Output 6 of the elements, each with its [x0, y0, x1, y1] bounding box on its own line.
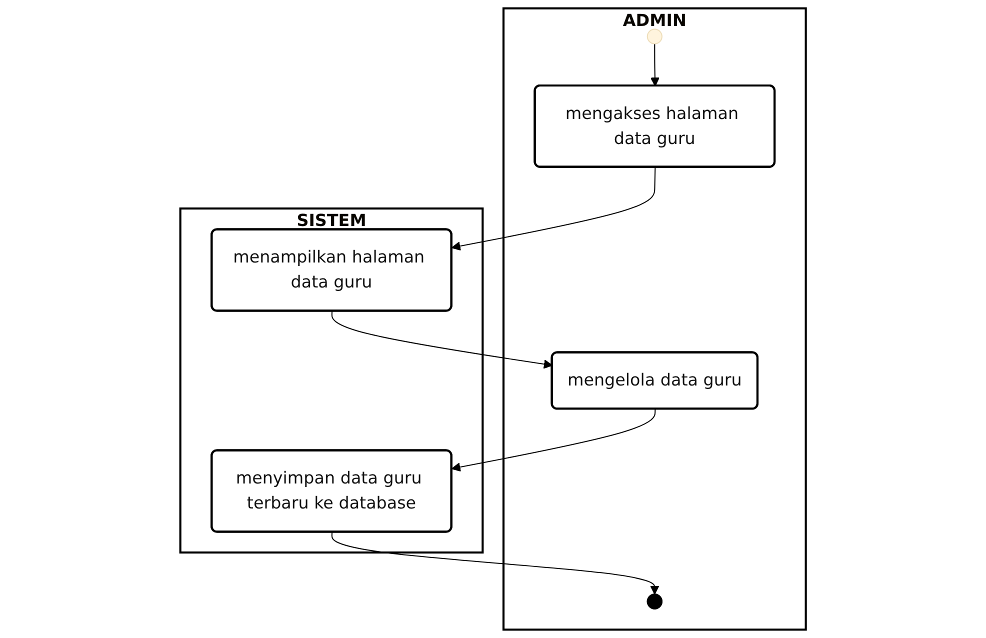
arrow [650, 44, 660, 86]
arrow [451, 167, 656, 251]
node-circle [646, 28, 662, 44]
arrow [331, 532, 660, 595]
arrow [451, 409, 656, 472]
arrow [331, 311, 553, 369]
